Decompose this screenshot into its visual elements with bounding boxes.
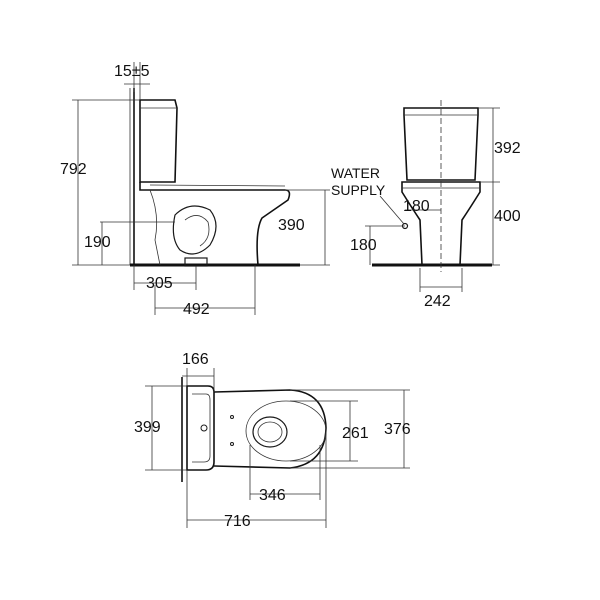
overall-height-label: 792 (60, 161, 87, 178)
tank-outline (186, 385, 215, 471)
base-width-label: 242 (424, 293, 451, 310)
seat-opening-width-label: 261 (342, 425, 369, 442)
bowl-width-label: 376 (384, 421, 411, 438)
outlet-height-label: 190 (84, 234, 111, 251)
water-supply-label-line1: WATER (331, 165, 380, 181)
bowl-front-inner (149, 189, 161, 266)
top-tolerance-label: 15±5 (114, 63, 150, 80)
tank-outline (139, 99, 178, 183)
seat-height-label: 390 (278, 217, 305, 234)
side-view: 15±5 792 190 390 305 492 (60, 62, 330, 318)
seat-opening-inner (257, 421, 283, 443)
bowl-outline (213, 389, 327, 469)
supply-offset-label: 180 (403, 198, 430, 215)
seat-hinge (230, 442, 234, 446)
bowl-outline (401, 181, 481, 266)
plan-view: 166 399 261 376 346 716 (134, 351, 411, 530)
seat-hinge (230, 415, 234, 419)
tank-depth-label: 166 (182, 351, 209, 368)
tank-inner (192, 393, 211, 463)
seat-opening (252, 416, 288, 448)
supply-height-label: 180 (350, 237, 377, 254)
outlet-distance-label: 305 (146, 275, 173, 292)
bowl-length-label: 346 (259, 487, 286, 504)
front-view: WATER SUPPLY 180 180 392 400 242 (331, 100, 521, 310)
bowl-height-label: 400 (494, 208, 521, 225)
bowl-outline (139, 182, 291, 266)
tank-height-label: 392 (494, 140, 521, 157)
overall-depth-label: 492 (183, 301, 210, 318)
water-supply-label-line2: SUPPLY (331, 182, 386, 198)
trap-inner (184, 215, 210, 247)
flush-button (200, 424, 208, 432)
seat-line (149, 184, 286, 187)
overall-length-label: 716 (224, 513, 251, 530)
water-supply-leader (379, 195, 405, 225)
trap-outline (172, 205, 217, 255)
tank-width-label: 399 (134, 419, 161, 436)
